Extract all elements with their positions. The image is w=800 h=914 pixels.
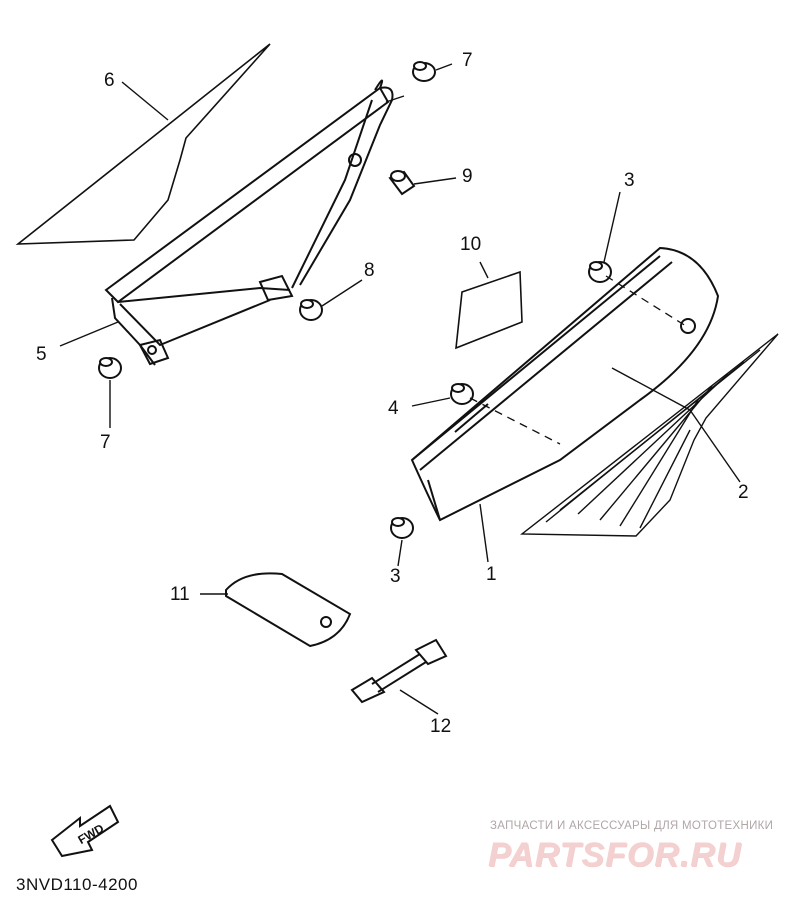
part-6-left-decal xyxy=(15,43,271,245)
part-2-right-decal xyxy=(520,333,779,537)
callout-5: 5 xyxy=(36,344,47,365)
part-3-grommet-bottom xyxy=(390,517,414,539)
callout-4: 4 xyxy=(388,398,399,419)
part-7-grommet-top xyxy=(412,61,436,82)
callout-3-bottom: 3 xyxy=(390,566,401,587)
callout-3-top: 3 xyxy=(624,170,635,191)
part-11-cover xyxy=(225,572,352,648)
part-7-grommet-bottom xyxy=(98,357,122,379)
watermark-logo: PARTSFOR.RU xyxy=(488,836,742,874)
callout-2: 2 xyxy=(738,482,749,503)
part-9-collar xyxy=(388,170,416,196)
part-1-side-cover xyxy=(410,246,720,522)
callout-12: 12 xyxy=(430,716,451,737)
part-10-label-plate xyxy=(455,270,523,350)
fwd-arrow-icon: FWD xyxy=(50,804,120,858)
assembly-dashed-lines xyxy=(469,275,687,445)
callout-10: 10 xyxy=(460,234,481,255)
leader-lines xyxy=(59,63,741,715)
part-8-grommet xyxy=(299,299,323,321)
part-4-grommet xyxy=(450,383,474,405)
callout-8: 8 xyxy=(364,260,375,281)
callout-7-top: 7 xyxy=(462,50,473,71)
callout-7-bottom: 7 xyxy=(100,432,111,453)
part-3-grommet-top xyxy=(588,261,612,283)
callout-6: 6 xyxy=(104,70,115,91)
callout-11: 11 xyxy=(170,584,190,605)
callout-1: 1 xyxy=(486,564,497,585)
callout-9: 9 xyxy=(462,166,473,187)
watermark-tagline: ЗАПЧАСТИ И АКСЕССУАРЫ ДЛЯ МОТОТЕХНИКИ xyxy=(490,820,774,832)
part-12-strap xyxy=(350,638,448,704)
part-code: 3NVD110-4200 xyxy=(16,875,138,894)
